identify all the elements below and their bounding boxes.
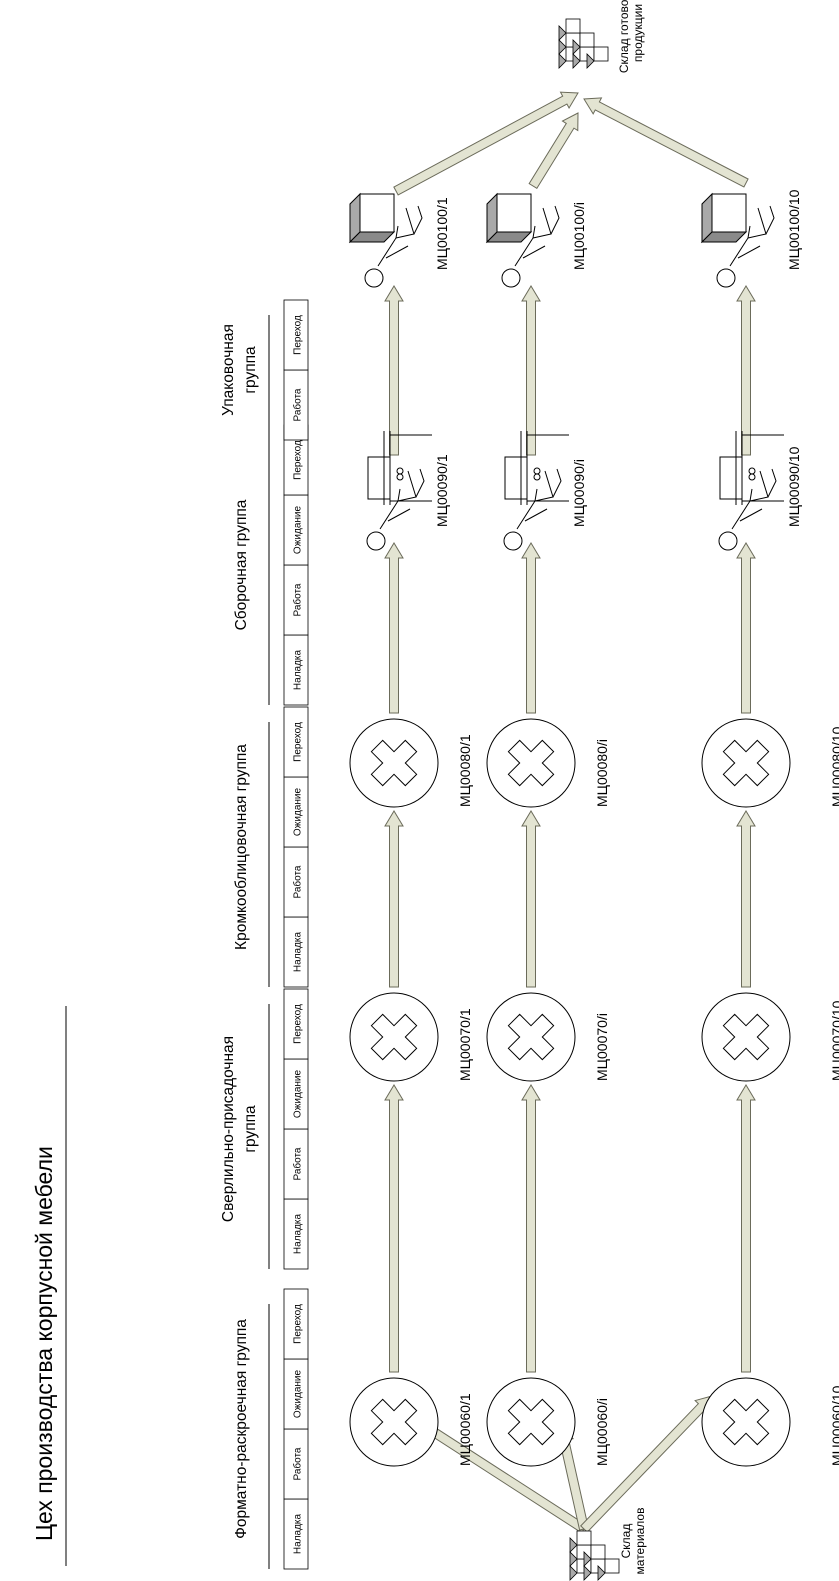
flow-arrow: [521, 810, 541, 988]
flow-arrow: [521, 542, 541, 714]
phase-cell-label: Работа: [292, 1447, 304, 1480]
machine-code: МЦ00070/i: [594, 1013, 610, 1081]
phase-cell-label: Переход: [293, 440, 304, 480]
assembly-worker-icon: [503, 431, 569, 551]
flow-arrow: [521, 285, 541, 456]
machine-code: МЦ00080/10: [829, 726, 839, 807]
machine-code: МЦ00070/1: [457, 1008, 473, 1081]
machine-code: МЦ00070/10: [829, 1000, 839, 1081]
cross-circle-icon: [486, 1377, 576, 1467]
phase-cell: [283, 299, 309, 371]
group-label: Сверлильно-присадочная: [220, 1036, 237, 1222]
flow-arrow: [384, 542, 404, 714]
warehouse-label: Склад: [619, 1524, 633, 1559]
group-label: Сборочная группа: [233, 499, 250, 630]
assembly-worker-icon: [366, 431, 432, 551]
flow-arrow: [736, 1084, 756, 1373]
page-title: Цех производства корпусной мебели: [31, 1146, 57, 1541]
machine-code: МЦ00100/i: [571, 202, 587, 270]
machine-code: МЦ00060/10: [829, 1385, 839, 1466]
machine-code: МЦ00060/1: [457, 1393, 473, 1466]
group-label: Упаковочная: [220, 324, 237, 416]
phase-cell-label: Работа: [292, 865, 304, 898]
phase-cell-label: Работа: [292, 388, 304, 421]
group-label: Кромкооблицовочная группа: [233, 744, 250, 950]
phase-cell: [283, 1288, 309, 1360]
flow-arrow: [583, 97, 749, 188]
warehouse-label: материалов: [633, 1508, 647, 1575]
packing-worker-icon: [700, 192, 775, 288]
phase-cell-label: Переход: [293, 315, 304, 355]
cross-circle-icon: [349, 718, 439, 808]
phase-cell-label: Работа: [292, 1147, 304, 1180]
phase-cell-label: Работа: [292, 583, 304, 616]
machine-code: МЦ00060/i: [594, 1398, 610, 1466]
warehouse-boxes-icon: [558, 18, 609, 69]
phase-cell-label: Переход: [293, 1304, 304, 1344]
cross-circle-icon: [486, 992, 576, 1082]
flow-arrow: [736, 542, 756, 714]
warehouse-label: продукции: [631, 4, 645, 62]
phase-cell-label: Наладка: [293, 931, 304, 972]
flow-arrow: [528, 112, 579, 190]
flow-arrow: [384, 1084, 404, 1373]
phase-cell-label: Ожидание: [293, 1070, 304, 1119]
assembly-worker-icon: [718, 431, 784, 551]
flow-arrow: [384, 285, 404, 456]
machine-code: МЦ00100/10: [786, 189, 802, 270]
phase-cell-label: Ожидание: [293, 788, 304, 837]
phase-cell-label: Наладка: [293, 1513, 304, 1554]
machine-code: МЦ00090/10: [786, 446, 802, 527]
group-label: группа: [242, 346, 259, 394]
phase-cell: [283, 988, 309, 1060]
machine-code: МЦ00090/i: [571, 459, 587, 527]
phase-cell-label: Переход: [293, 722, 304, 762]
phase-cell: [283, 706, 309, 778]
flow-arrow: [736, 285, 756, 456]
group-label: группа: [242, 1105, 259, 1153]
warehouse-label: Склад готовой: [617, 0, 631, 73]
phase-cell-label: Наладка: [293, 649, 304, 690]
machine-code: МЦ00090/1: [434, 454, 450, 527]
flow-arrow: [736, 810, 756, 988]
packing-worker-icon: [348, 192, 423, 288]
warehouse-boxes-icon: [569, 1530, 620, 1581]
cross-circle-icon: [486, 718, 576, 808]
cross-circle-icon: [701, 718, 791, 808]
machine-code: МЦ00080/i: [594, 739, 610, 807]
machine-code: МЦ00100/1: [434, 197, 450, 270]
flow-arrow: [384, 810, 404, 988]
phase-cell-label: Наладка: [293, 1213, 304, 1254]
cross-circle-icon: [701, 1377, 791, 1467]
packing-worker-icon: [485, 192, 560, 288]
group-label: Форматно-раскроечная группа: [233, 1319, 250, 1539]
flow-arrow: [393, 91, 579, 196]
cross-circle-icon: [701, 992, 791, 1082]
phase-cell-label: Ожидание: [293, 506, 304, 555]
machine-code: МЦ00080/1: [457, 734, 473, 807]
cross-circle-icon: [349, 1377, 439, 1467]
flow-arrow: [521, 1084, 541, 1373]
phase-cell-label: Переход: [293, 1004, 304, 1044]
phase-cell-label: Ожидание: [293, 1370, 304, 1419]
cross-circle-icon: [349, 992, 439, 1082]
